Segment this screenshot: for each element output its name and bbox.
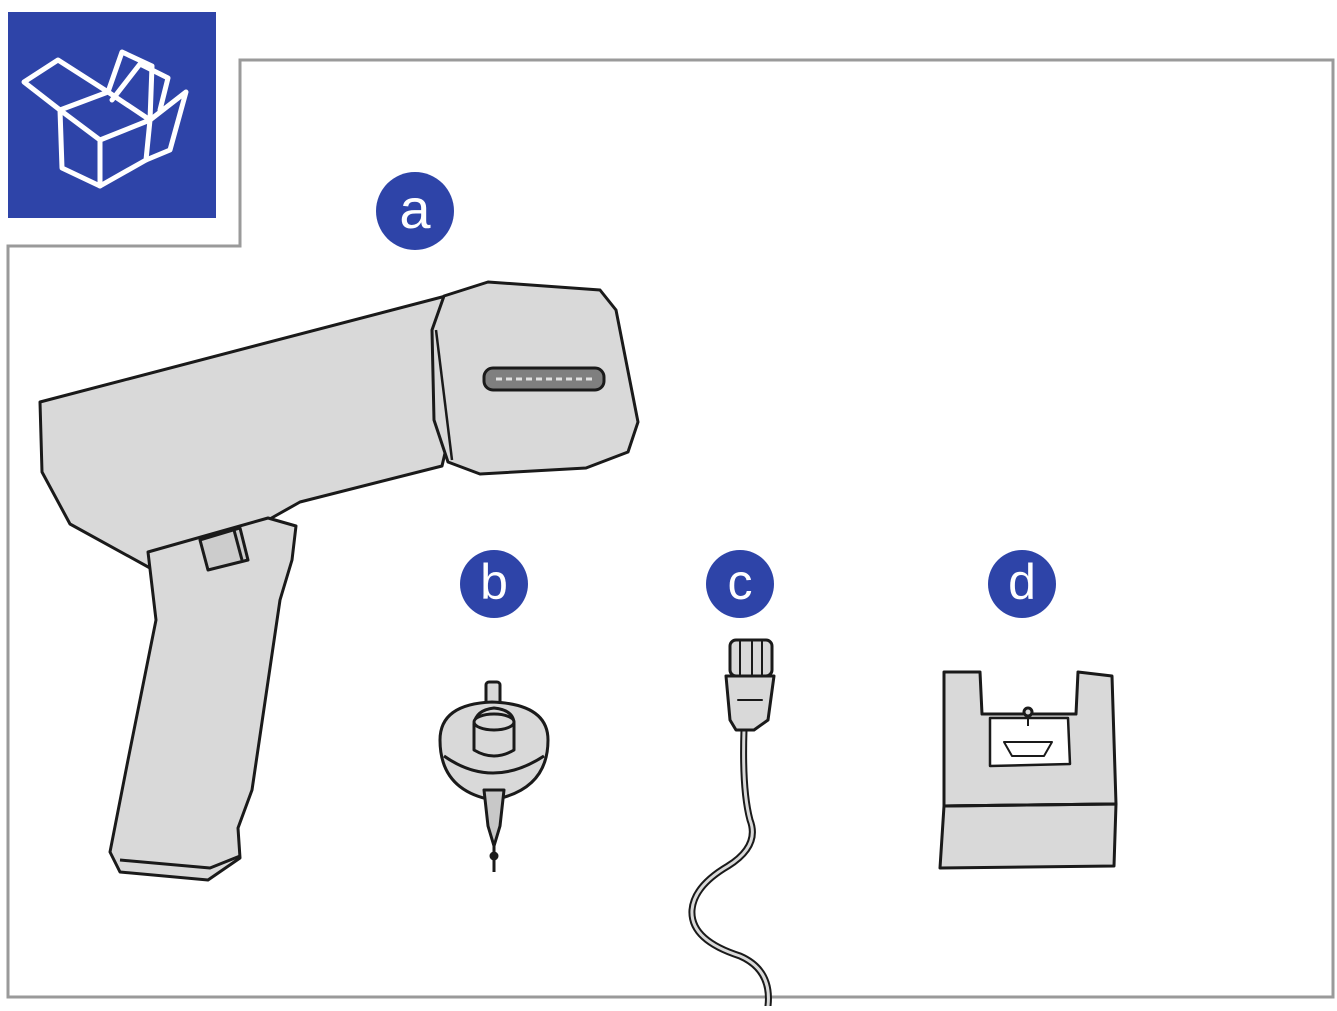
part-label-a: a [376, 172, 454, 250]
unboxing-icon [8, 12, 216, 218]
water-tank-cap [438, 680, 550, 872]
content-frame [6, 58, 1335, 999]
steamer-body [38, 280, 640, 882]
part-label-b: b [460, 550, 528, 618]
part-label-d: d [988, 550, 1056, 618]
power-cord [688, 638, 776, 1010]
storage-base [938, 670, 1118, 870]
part-label-c: c [706, 550, 774, 618]
